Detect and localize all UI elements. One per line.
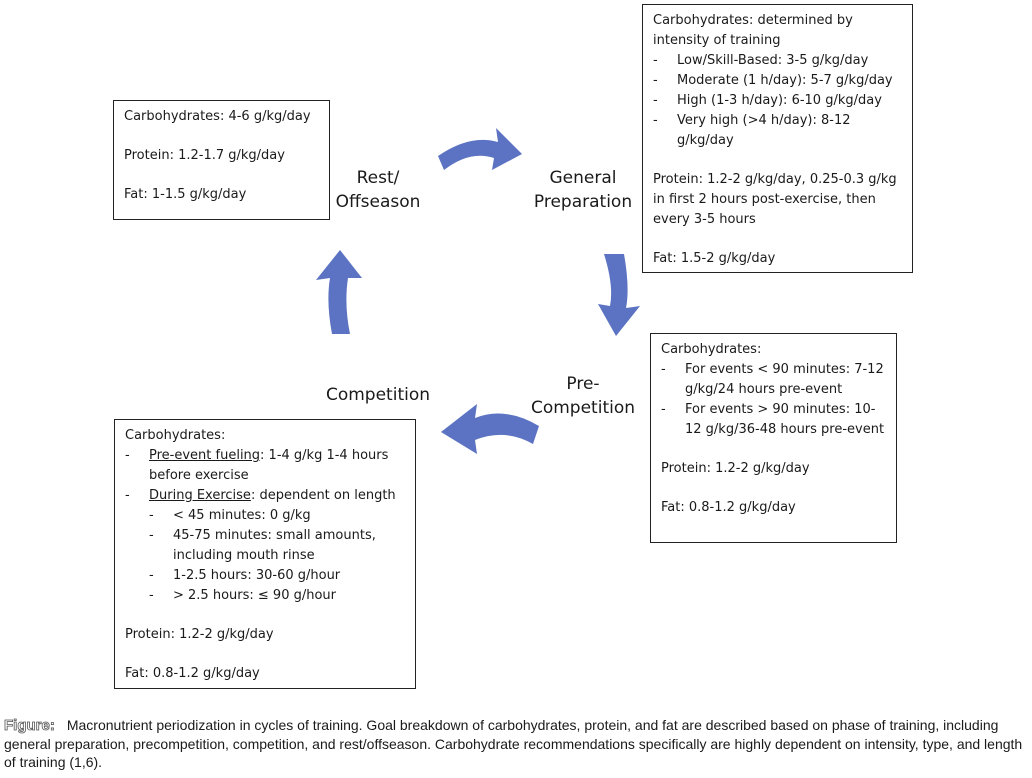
figure-caption: Figure:Macronutrient periodization in cy…	[4, 716, 1026, 771]
phase-rest-offseason: Rest/ Offseason	[335, 168, 421, 212]
general-protein: Protein: 1.2-2 g/kg/day, 0.25-0.3 g/kg i…	[653, 172, 897, 227]
phase-competition: Competition	[325, 385, 431, 405]
competition-sub-item: 45-75 minutes: small amounts, including …	[125, 526, 405, 566]
general-fat: Fat: 1.5-2 g/kg/day	[653, 251, 776, 266]
competition-during-item: During Exercise: dependent on length	[125, 486, 405, 506]
pre-competition-box: Carbohydrates: For events < 90 minutes: …	[650, 333, 897, 543]
phase-general-preparation: General Preparation	[533, 168, 633, 212]
phase-pre-competition: Pre- Competition	[530, 374, 636, 418]
pre-event-label: Pre-event fueling	[149, 448, 261, 463]
competition-sub-item: < 45 minutes: 0 g/kg	[125, 506, 405, 526]
general-preparation-box: Carbohydrates: determined by intensity o…	[642, 4, 913, 273]
rest-protein: Protein: 1.2-1.7 g/kg/day	[124, 148, 285, 163]
pre-carbs-title: Carbohydrates:	[661, 342, 762, 357]
general-carbs-item: Low/Skill-Based: 3-5 g/kg/day	[653, 51, 902, 71]
general-carbs-item: Moderate (1 h/day): 5-7 g/kg/day	[653, 71, 902, 91]
rest-fat: Fat: 1-1.5 g/kg/day	[124, 187, 247, 202]
general-carbs-title: Carbohydrates: determined by intensity o…	[653, 13, 853, 48]
pre-event-text: : 1-4 g/kg 1-4 hours before exercise	[149, 448, 389, 483]
during-exercise-text: : dependent on length	[250, 488, 396, 503]
pre-fat: Fat: 0.8-1.2 g/kg/day	[661, 500, 796, 515]
arrow-competition-to-rest	[316, 250, 362, 334]
arrow-general-to-pre	[598, 254, 640, 336]
rest-offseason-box: Carbohydrates: 4-6 g/kg/day Protein: 1.2…	[113, 100, 330, 220]
competition-box: Carbohydrates: Pre-event fueling: 1-4 g/…	[114, 419, 416, 689]
general-carbs-item: High (1-3 h/day): 6-10 g/kg/day	[653, 91, 902, 111]
general-carbs-item: Very high (>4 h/day): 8-12 g/kg/day	[653, 111, 902, 151]
caption-label: Figure:	[4, 717, 56, 735]
competition-protein: Protein: 1.2-2 g/kg/day	[125, 627, 274, 642]
pre-carbs-item: For events < 90 minutes: 7-12 g/kg/24 ho…	[661, 360, 886, 400]
arrow-pre-to-competition	[441, 404, 539, 454]
competition-pre-event-item: Pre-event fueling: 1-4 g/kg 1-4 hours be…	[125, 446, 405, 486]
competition-fat: Fat: 0.8-1.2 g/kg/day	[125, 666, 260, 681]
pre-protein: Protein: 1.2-2 g/kg/day	[661, 461, 810, 476]
competition-carbs-title: Carbohydrates:	[125, 428, 226, 443]
competition-sub-item: 1-2.5 hours: 30-60 g/hour	[125, 566, 405, 586]
rest-carbs: Carbohydrates: 4-6 g/kg/day	[124, 109, 311, 124]
arrow-rest-to-general	[438, 128, 522, 170]
pre-carbs-item: For events > 90 minutes: 10-12 g/kg/36-4…	[661, 400, 886, 440]
competition-sub-item: > 2.5 hours: ≤ 90 g/hour	[125, 586, 405, 606]
caption-text: Macronutrient periodization in cycles of…	[4, 717, 1023, 770]
during-exercise-label: During Exercise	[149, 488, 251, 503]
